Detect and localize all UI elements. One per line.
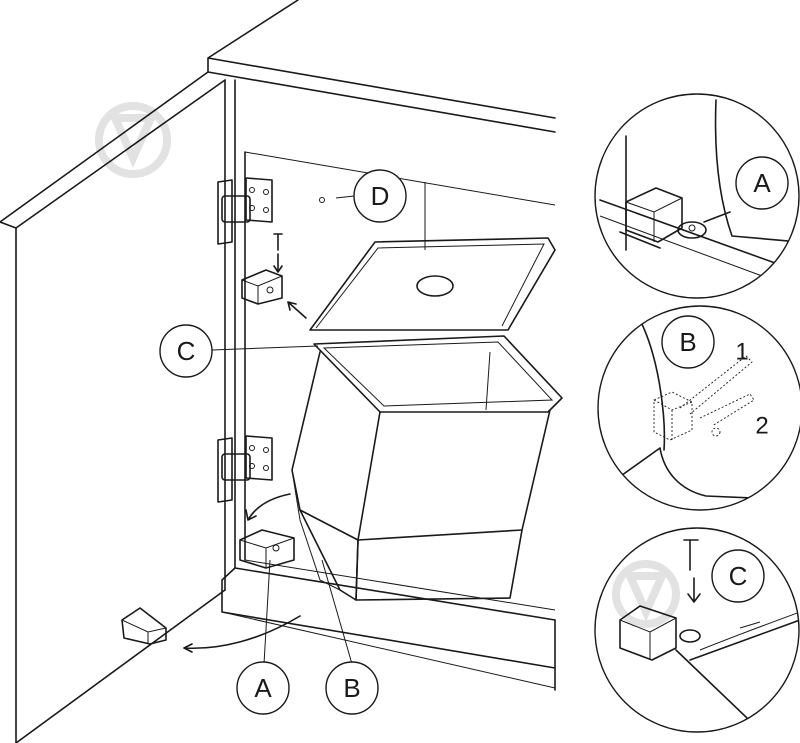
hinge-upper (217, 177, 273, 245)
zoom-a-label: A (753, 168, 771, 198)
upper-bracket (241, 233, 307, 319)
hinge-lower (217, 435, 273, 503)
cabinet (207, 0, 556, 691)
svg-text:C: C (177, 336, 196, 366)
waste-bin (291, 237, 563, 601)
callout-a: A (236, 661, 290, 715)
step-number-2: 2 (755, 413, 768, 440)
zoom-b-label: B (679, 327, 696, 357)
callout-b: B (325, 661, 379, 715)
cabinet-door (0, 71, 226, 743)
zoom-detail-a: A (594, 93, 800, 299)
svg-text:D: D (371, 181, 390, 211)
svg-text:B: B (343, 673, 360, 703)
watermark-logo-top (95, 102, 171, 178)
callout-d: D (353, 169, 407, 223)
loose-bracket (121, 607, 301, 653)
zoom-detail-c: C (594, 527, 800, 733)
callout-c: C (159, 324, 213, 378)
zoom-c-label: C (729, 561, 748, 591)
step-number-1: 1 (735, 339, 748, 366)
leader-lines (211, 195, 355, 665)
zoom-detail-b: B 1 2 (597, 305, 800, 511)
lower-bracket (239, 493, 295, 569)
svg-text:A: A (254, 673, 272, 703)
